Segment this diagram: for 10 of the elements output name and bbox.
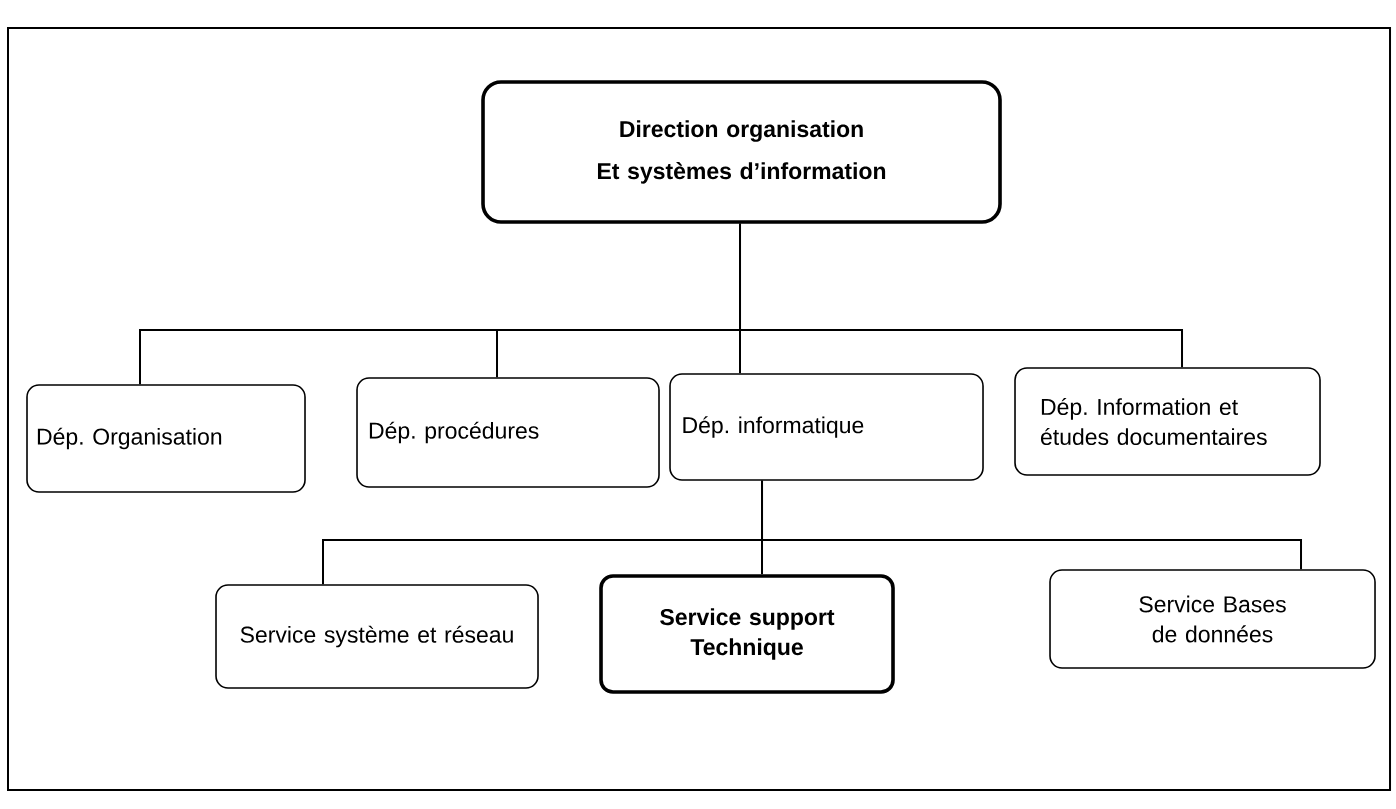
unit-box: Service Bases de données xyxy=(1049,569,1376,669)
connector-line xyxy=(739,222,1183,369)
unit-box: Service système et réseau xyxy=(215,584,539,689)
department-box: Dép. Organisation xyxy=(26,384,306,493)
department-box: Dép. procédures xyxy=(356,377,660,488)
department-box: Dép. Information et études documentaires xyxy=(1014,367,1321,476)
department-box: Dép. informatique xyxy=(669,373,984,481)
unit-box: Service support Technique xyxy=(599,574,895,694)
connector-line xyxy=(761,479,1302,571)
direction-box: Direction organisation Et systèmes d’information xyxy=(481,80,1002,224)
